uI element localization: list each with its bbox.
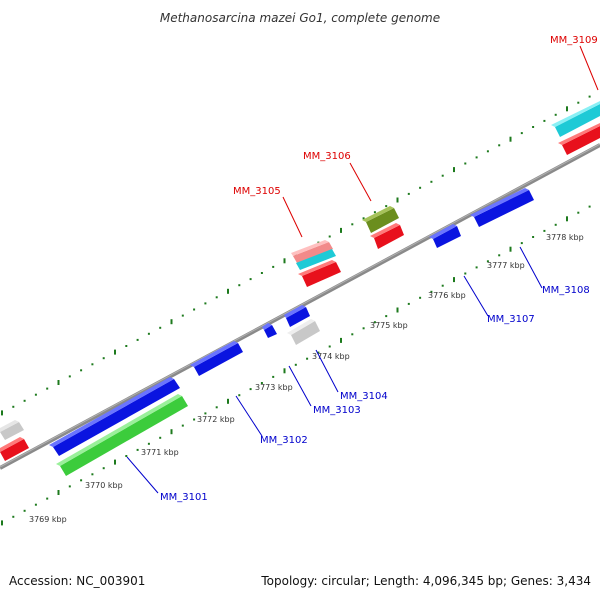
gene-feature-mm3101-green[interactable] [56, 394, 188, 476]
gene-feature-mm3109-red[interactable] [558, 123, 600, 155]
lower-tick-track [1, 205, 591, 526]
gene-features [0, 101, 600, 476]
gene-feature-mm3106-olive[interactable] [362, 206, 399, 233]
gene-feature-mm3105-cyan[interactable] [296, 249, 336, 270]
tick-label: 3777 kbp [487, 261, 525, 270]
tick-label: 3773 kbp [255, 383, 293, 392]
gene-feature-mm3101-blue[interactable] [49, 377, 180, 456]
position-labels: 3769 kbp 3770 kbp 3771 kbp 3772 kbp 3773… [29, 233, 584, 524]
tick-label: 3774 kbp [312, 352, 350, 361]
gene-labels: MM_3101 MM_3102 MM_3103 MM_3104 MM_3105 … [160, 35, 598, 503]
genome-backbone-highlight [0, 143, 600, 468]
tick-label: 3778 kbp [546, 233, 584, 242]
gene-label-mm3102[interactable]: MM_3102 [260, 435, 308, 446]
gene-label-mm3104[interactable]: MM_3104 [340, 391, 388, 402]
tick-label: 3771 kbp [141, 448, 179, 457]
genome-summary: Topology: circular; Length: 4,096,345 bp… [261, 574, 591, 588]
gene-label-mm3109[interactable]: MM_3109 [550, 35, 598, 46]
gene-label-mm3107[interactable]: MM_3107 [487, 314, 535, 325]
gene-label-mm3103[interactable]: MM_3103 [313, 405, 361, 416]
gene-feature-mm3106-red[interactable] [370, 223, 404, 249]
accession-label: Accession: NC_003901 [9, 574, 146, 588]
gene-label-mm3108[interactable]: MM_3108 [542, 285, 590, 296]
gene-label-mm3101[interactable]: MM_3101 [160, 492, 208, 503]
gene-feature-mm3102[interactable] [190, 341, 243, 376]
gene-feature-mm3107[interactable] [429, 224, 461, 248]
upper-tick-track [1, 95, 591, 416]
tick-label: 3769 kbp [29, 515, 67, 524]
gene-feature-mm3103[interactable] [262, 323, 277, 338]
gene-feature-partial-grey[interactable] [0, 420, 24, 440]
gene-feature-partial-red[interactable] [0, 437, 29, 461]
gene-label-mm3105[interactable]: MM_3105 [233, 186, 281, 197]
gene-feature-mm3105-pink[interactable] [291, 240, 333, 263]
tick-label: 3775 kbp [370, 321, 408, 330]
gene-feature-mm3109-cyan[interactable] [551, 101, 600, 137]
gene-feature-mm3105-red[interactable] [298, 260, 341, 287]
tick-label: 3772 kbp [197, 415, 235, 424]
gene-feature-mm3104-blue[interactable] [284, 305, 310, 327]
gene-leader-lines [126, 45, 599, 494]
tick-label: 3770 kbp [85, 481, 123, 490]
gene-feature-mm3108[interactable] [470, 188, 534, 227]
gene-label-mm3106[interactable]: MM_3106 [303, 151, 351, 162]
gene-feature-mm3104-grey[interactable] [287, 319, 320, 345]
tick-label: 3776 kbp [428, 291, 466, 300]
genome-title: Methanosarcina mazei Go1, complete genom… [160, 11, 440, 25]
